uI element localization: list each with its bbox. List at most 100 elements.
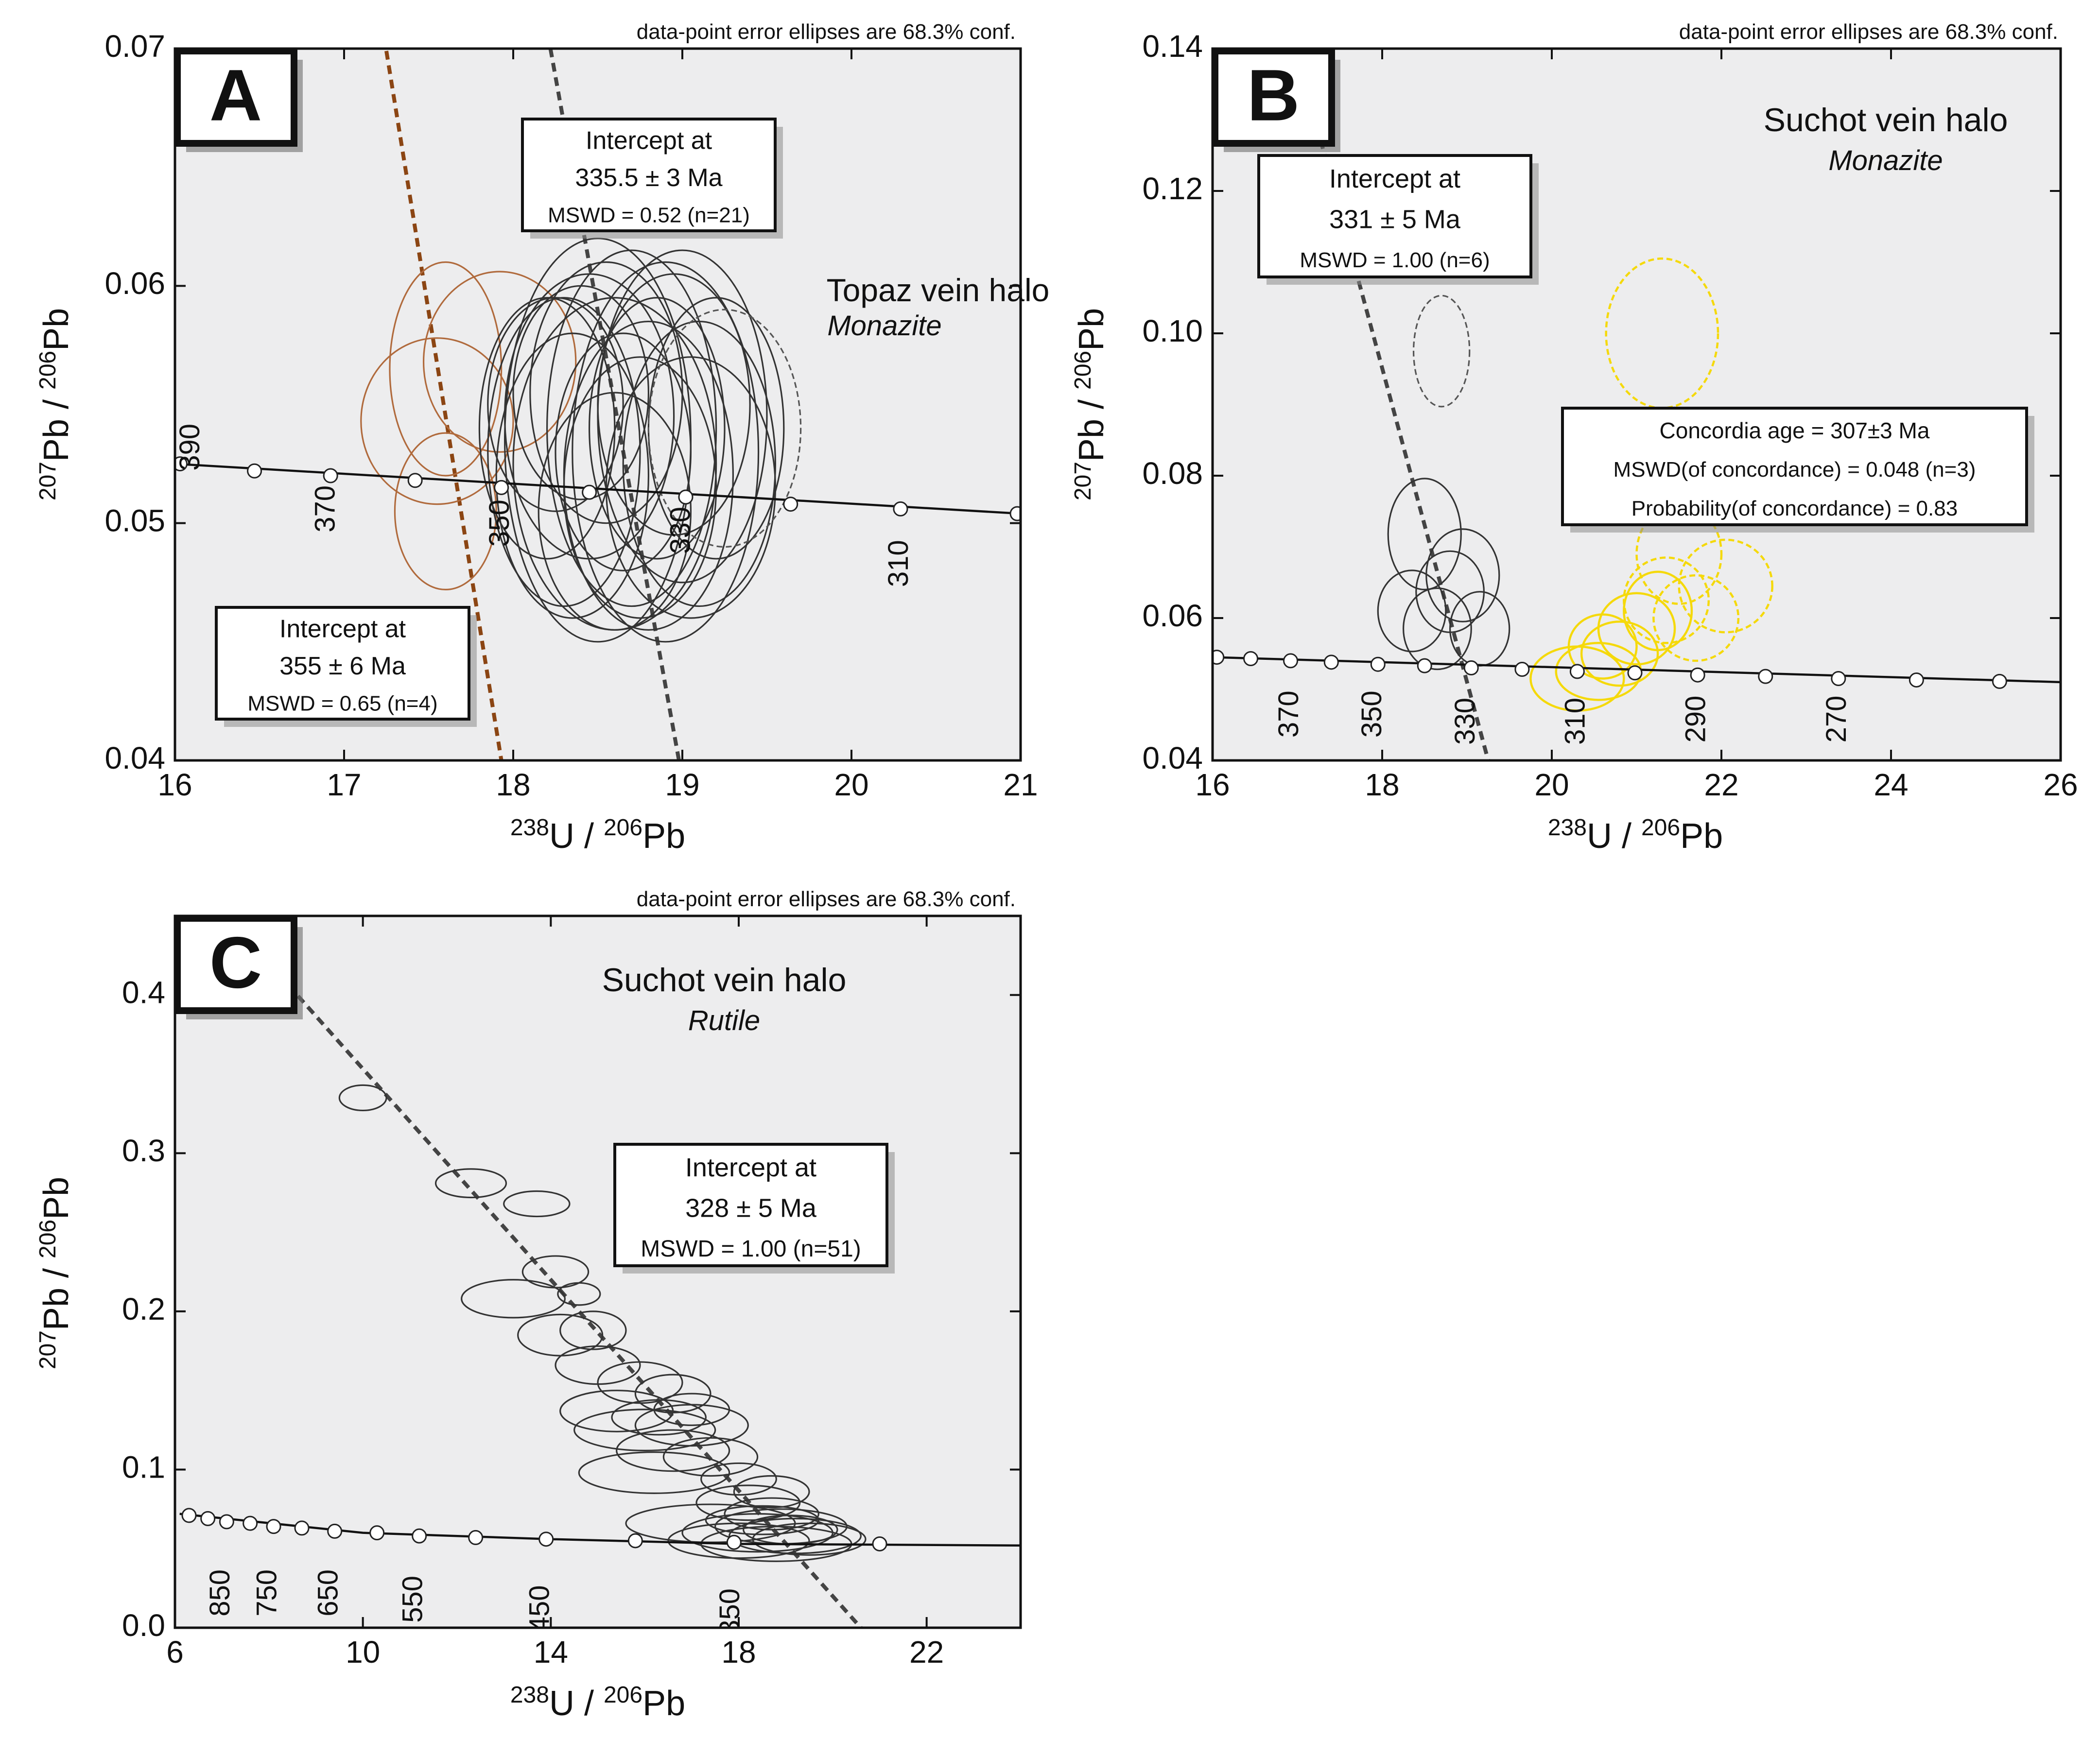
plot-content: 390 370 350 330 310 bbox=[174, 49, 1021, 760]
x-tick-label-6: 6 bbox=[166, 1635, 184, 1670]
y-axis-label-sup1: 207 bbox=[35, 462, 61, 500]
panel-letter: C bbox=[209, 922, 262, 1003]
error-ellipse-18 bbox=[662, 1437, 759, 1477]
error-ellipse-23 bbox=[724, 1497, 819, 1531]
concordia-age-label-290: 290 bbox=[1680, 696, 1711, 743]
concordia-age-marker-9 bbox=[1569, 664, 1585, 679]
error-ellipse-14 bbox=[622, 320, 777, 607]
concordia-curve bbox=[175, 463, 1021, 515]
result-box-line: 331 ± 5 Ma bbox=[1329, 205, 1461, 234]
error-ellipse-17 bbox=[616, 1429, 730, 1472]
concordia-age-marker-8 bbox=[369, 1525, 385, 1541]
panel-c: data-point error ellipses are 68.3% conf… bbox=[35, 887, 1022, 1723]
y-tick-label-0.1: 0.1 bbox=[122, 1449, 165, 1484]
x-axis-label-t1: U / bbox=[549, 817, 604, 856]
x-tick-label-17: 17 bbox=[327, 767, 361, 802]
concordia-age-marker-2 bbox=[247, 463, 262, 479]
concordia-age-label-750: 750 bbox=[251, 1569, 283, 1617]
y-tick-label-0.06: 0.06 bbox=[1142, 598, 1203, 633]
error-ellipse-27 bbox=[729, 1517, 862, 1554]
result-box-line: Concordia age = 307±3 Ma bbox=[1660, 418, 1930, 443]
result-box-1 bbox=[1257, 154, 1532, 278]
x-tick-label-16: 16 bbox=[1195, 767, 1230, 802]
error-ellipse-15 bbox=[573, 1409, 716, 1451]
concordia-age-marker-7 bbox=[678, 489, 694, 505]
concordia-age-marker-4 bbox=[407, 473, 423, 488]
y-tick-label-0.0: 0.0 bbox=[122, 1608, 165, 1643]
error-ellipse-4 bbox=[461, 1279, 566, 1319]
result-box-line: Intercept at bbox=[685, 1153, 816, 1182]
result-box-2 bbox=[215, 606, 470, 721]
x-tick-label-22: 22 bbox=[909, 1635, 944, 1670]
y-tick-label-0.04: 0.04 bbox=[104, 740, 165, 775]
error-ellipse-12 bbox=[1623, 570, 1693, 652]
error-ellipse-22 bbox=[695, 1484, 801, 1521]
y-tick-label-0.04: 0.04 bbox=[1142, 740, 1203, 775]
y-axis-label: 207Pb / 206Pb bbox=[1070, 308, 1111, 500]
x-tick-label-19: 19 bbox=[665, 767, 699, 802]
concordia-age-marker-7 bbox=[1463, 660, 1479, 676]
plot-frame bbox=[1211, 47, 2062, 762]
error-ellipse-3 bbox=[360, 337, 514, 505]
error-ellipse-3 bbox=[1425, 528, 1500, 622]
concordia-age-label-330: 330 bbox=[664, 507, 696, 554]
result-box-line: Intercept at bbox=[279, 615, 406, 643]
error-ellipse-1 bbox=[389, 261, 503, 477]
x-axis-label-t1: U / bbox=[549, 1684, 604, 1723]
plot-frame bbox=[174, 914, 1022, 1629]
error-ellipse-6 bbox=[546, 249, 717, 607]
error-ellipse-5 bbox=[521, 1255, 590, 1289]
concordia-age-label-350: 350 bbox=[714, 1588, 746, 1636]
concordia-age-marker-13 bbox=[726, 1534, 742, 1550]
concordia-age-marker-4 bbox=[243, 1515, 258, 1531]
error-ellipse-19 bbox=[578, 1451, 730, 1494]
panel-letter: A bbox=[209, 54, 262, 136]
y-tick-label-0.06: 0.06 bbox=[104, 266, 165, 301]
result-box-line: MSWD = 1.00 (n=6) bbox=[1300, 248, 1490, 272]
concordia-age-marker-10 bbox=[1009, 506, 1021, 521]
error-ellipse-21 bbox=[733, 1475, 810, 1509]
x-tick-label-10: 10 bbox=[346, 1635, 380, 1670]
error-ellipse-30 bbox=[752, 1522, 867, 1556]
concordia-age-label-370: 370 bbox=[1273, 690, 1304, 738]
y-tick-label-0.14: 0.14 bbox=[1142, 29, 1203, 64]
concordia-age-marker-11 bbox=[1690, 667, 1705, 683]
concordia-age-marker-1 bbox=[175, 456, 188, 472]
x-tick-label-21: 21 bbox=[1003, 767, 1038, 802]
y-axis-label-t2: Pb bbox=[37, 308, 76, 351]
y-tick-label-0.08: 0.08 bbox=[1142, 456, 1203, 491]
result-box-line: 335.5 ± 3 Ma bbox=[575, 164, 722, 192]
panel-b: data-point error ellipses are 68.3% conf… bbox=[1070, 20, 2078, 856]
x-tick-label-20: 20 bbox=[1534, 767, 1569, 802]
panel-subtitle: Monazite bbox=[1828, 145, 1943, 176]
error-ellipse-31 bbox=[705, 1505, 819, 1535]
x-tick-label-18: 18 bbox=[496, 767, 530, 802]
discordia-line-1 bbox=[384, 51, 503, 760]
x-axis-label-sup1: 238 bbox=[1548, 815, 1587, 841]
concordia-age-marker-14 bbox=[872, 1536, 887, 1551]
x-axis-label-t2: Pb bbox=[1680, 817, 1723, 856]
x-tick-label-18: 18 bbox=[1365, 767, 1399, 802]
result-box-1 bbox=[521, 118, 777, 232]
y-axis-label: 207Pb / 206Pb bbox=[35, 1177, 76, 1369]
concordia-age-label-350: 350 bbox=[484, 499, 515, 547]
result-box-line: 328 ± 5 Ma bbox=[685, 1193, 817, 1222]
concordia-age-marker-8 bbox=[783, 497, 798, 512]
concordia-age-label-310: 310 bbox=[1560, 698, 1591, 745]
panel-title: Suchot vein halo bbox=[1764, 102, 2008, 138]
error-ellipse-16 bbox=[1678, 538, 1773, 634]
y-tick-label-0.2: 0.2 bbox=[122, 1291, 165, 1326]
error-ellipse-6 bbox=[1403, 587, 1472, 671]
concordia-age-label-310: 310 bbox=[883, 540, 914, 587]
concordia-age-label-550: 550 bbox=[397, 1576, 428, 1623]
concordia-age-label-390: 390 bbox=[174, 424, 206, 471]
result-box-line: MSWD = 0.65 (n=4) bbox=[247, 691, 437, 715]
concordia-age-label-370: 370 bbox=[310, 485, 341, 533]
plot-frame bbox=[174, 47, 1022, 762]
error-ellipse-20 bbox=[512, 285, 649, 500]
panel-badge bbox=[1212, 48, 1335, 147]
concordia-age-marker-5 bbox=[1370, 656, 1386, 672]
